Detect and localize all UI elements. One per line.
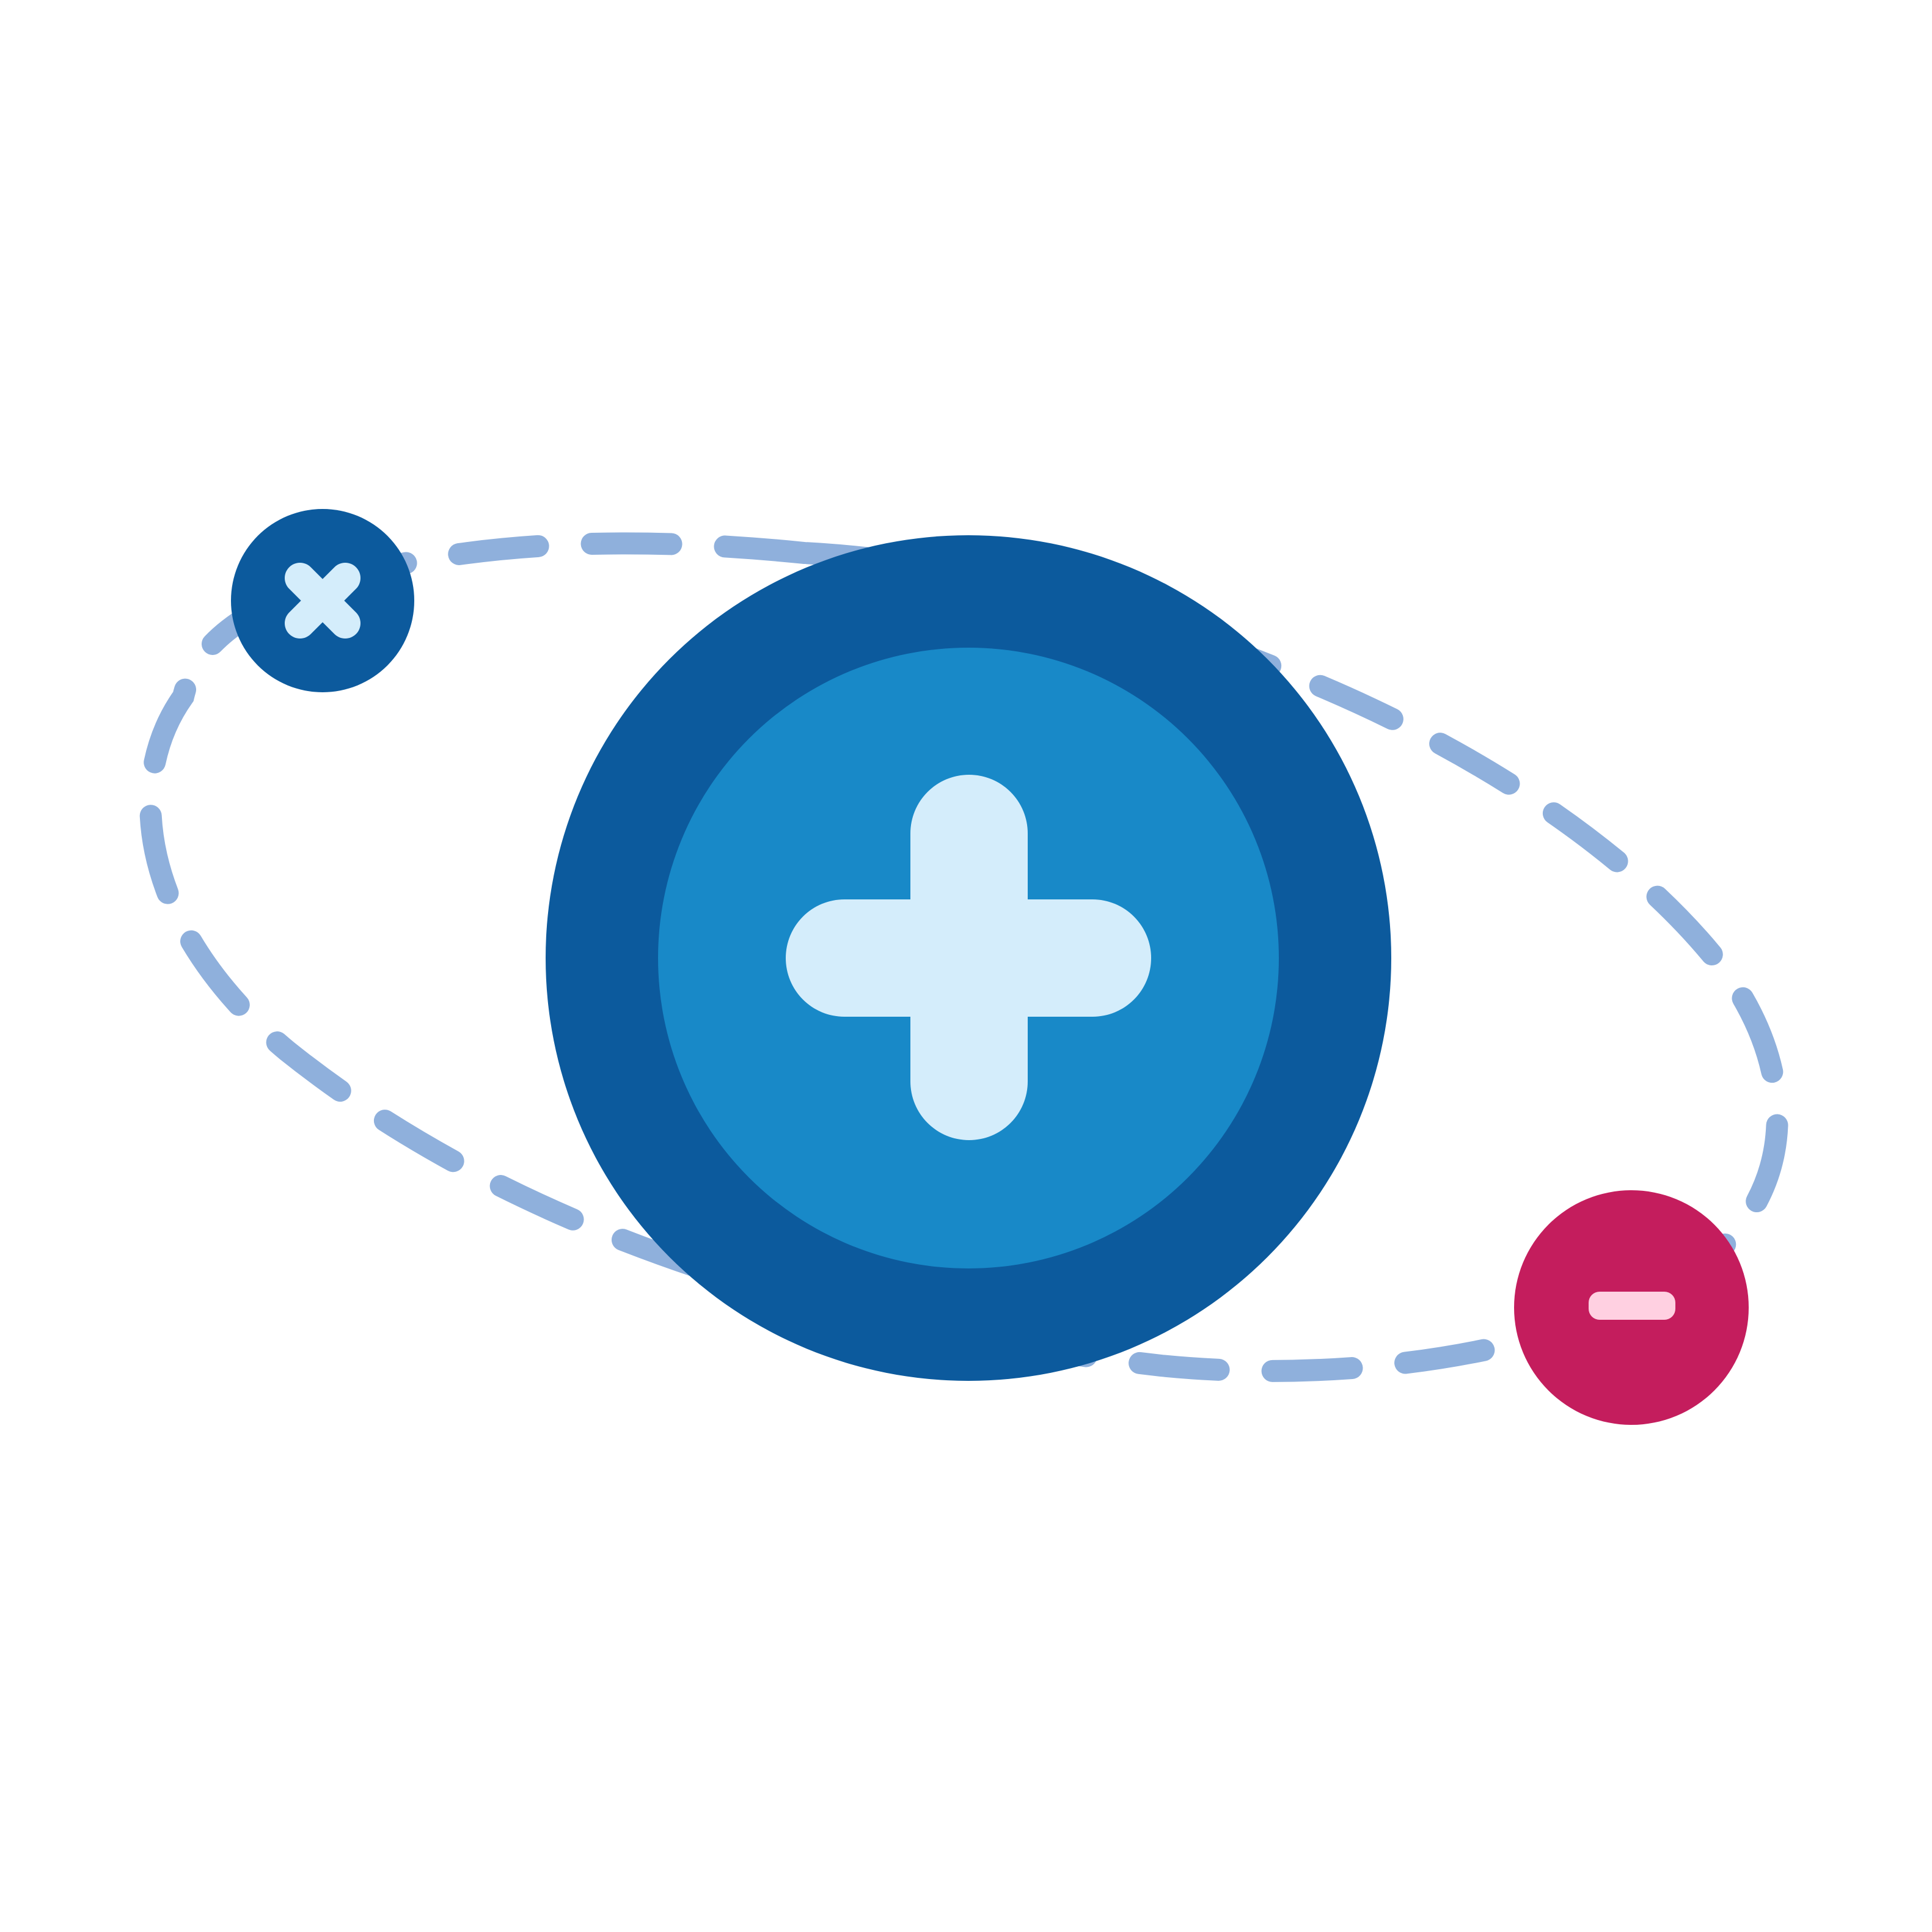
multiply-node (231, 509, 414, 692)
plus-icon (786, 775, 1151, 1140)
minus-node (1514, 1190, 1749, 1425)
multiply-icon (285, 563, 360, 639)
minus-icon (1589, 1292, 1675, 1320)
center-plus-node (546, 535, 1391, 1381)
